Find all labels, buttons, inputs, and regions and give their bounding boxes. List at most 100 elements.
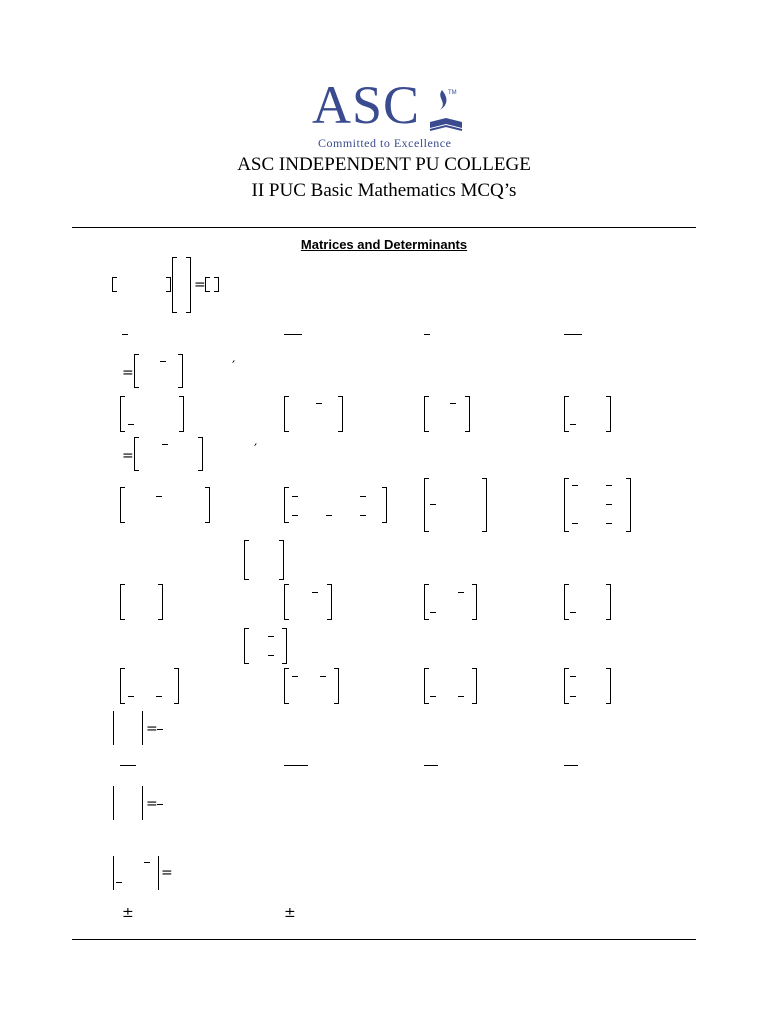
q2-option-a-right-bracket [179,396,184,432]
q3-option-b-left-bracket [284,487,289,523]
row-matrix-left-bracket [112,277,117,292]
q2-option-b-right-bracket [338,396,343,432]
q2-option-d-right-bracket [606,396,611,432]
q5-option-d-left-bracket [564,668,569,704]
q7-equals-sign: = [146,796,158,812]
q4-option-c-left-bracket [424,584,429,620]
q5-option-c-bar-2 [458,696,464,697]
q4-option-b-right-bracket [327,584,332,620]
equals-sign: = [194,277,206,293]
q2-equals-sign: = [122,365,134,381]
q6-equals-sign: = [146,721,158,737]
q3-option-b-bar-3 [292,515,298,516]
q5-bar-2 [268,655,274,656]
q3-matrix-right-bracket [198,437,203,471]
q2-option-d-fraction-bar [570,424,576,425]
q5-matrix-right-bracket [282,628,287,664]
q2-matrix-left-bracket [134,354,139,388]
q8-equals-sign: = [161,865,173,881]
q3-option-d-right-bracket [626,478,631,532]
q5-option-c-bar-1 [430,696,436,697]
q5-option-d-bar-2 [570,696,576,697]
q2-option-a-fraction-bar [128,424,134,425]
q6-option-d-fraction-bar [564,765,578,766]
q8-determinant-right-bar [158,856,159,890]
college-logo: ASC TM Committed to Excellence [312,78,463,152]
q6-option-b-fraction-bar [284,765,308,766]
q3-option-c-right-bracket [482,478,487,532]
q3-option-d-left-bracket [564,478,569,532]
q5-option-b-bar-2 [320,676,326,677]
section-title: Matrices and Determinants [300,237,468,252]
logo-trademark: TM [448,90,457,96]
q3-option-d-bar-4 [572,523,578,524]
college-name: ASC INDEPENDENT PU COLLEGE [237,154,531,175]
column-matrix-right-bracket [186,257,191,313]
q3-option-d-bar-3 [606,504,612,505]
q7-minus [157,804,163,805]
q3-fraction-bar [162,444,168,445]
q6-option-a-fraction-bar [120,765,136,766]
q5-option-d-right-bracket [606,668,611,704]
q2-option-b-fraction-bar [316,403,322,404]
q5-matrix-left-bracket [244,628,249,664]
q5-option-a-right-bracket [174,668,179,704]
q3-option-b-bar-4 [326,515,332,516]
q5-option-a-left-bracket [120,668,125,704]
q4-option-b-fraction-bar [312,592,318,593]
q3-option-d-bar-2 [606,485,612,486]
q6-option-c-fraction-bar [424,765,438,766]
q8-option-b-plus-minus: ± [284,905,296,921]
course-title: II PUC Basic Mathematics MCQ’s [251,180,517,201]
q5-bar-1 [268,636,274,637]
column-matrix-left-bracket [172,257,177,313]
top-divider [72,227,696,228]
q6-determinant-left-bar [113,711,114,745]
q4-matrix-left-bracket [244,540,249,580]
q2-option-c-left-bracket [424,396,429,432]
q6-determinant-right-bar [142,711,143,745]
q3-option-d-bar-1 [572,485,578,486]
q3-option-d-bar-5 [606,523,612,524]
q4-option-a-left-bracket [120,584,125,620]
q5-option-b-left-bracket [284,668,289,704]
q2-option-c-fraction-bar [450,403,456,404]
q3-option-c-left-bracket [424,478,429,532]
q4-option-d-right-bracket [606,584,611,620]
q3-option-a-left-bracket [120,487,125,523]
q7-determinant-left-bar [113,786,114,820]
option-b-fraction-bar [284,334,302,335]
option-c-fraction-bar [424,334,430,335]
logo-wordmark: ASC [312,75,421,135]
q3-option-a-fraction-bar [156,496,162,497]
logo-tagline: Committed to Excellence [318,136,452,150]
q3-option-b-bar-2 [360,496,366,497]
row-matrix-right-bracket [166,277,171,292]
q3-option-b-bar-1 [292,496,298,497]
q3-option-a-right-bracket [205,487,210,523]
q2-prime: ′ [232,359,236,375]
q2-option-c-right-bracket [465,396,470,432]
q8-bar-1 [116,882,122,883]
q5-option-c-right-bracket [472,668,477,704]
q5-option-c-left-bracket [424,668,429,704]
q3-matrix-left-bracket [134,437,139,471]
bottom-divider [72,939,696,940]
q7-determinant-right-bar [142,786,143,820]
q6-minus [157,729,163,730]
q4-option-a-right-bracket [158,584,163,620]
q4-option-b-left-bracket [284,584,289,620]
q4-option-c-bar-1 [430,612,436,613]
q3-option-c-fraction-bar [430,504,436,505]
q5-option-a-bar-1 [128,696,134,697]
result-right-bracket [214,277,219,292]
q4-matrix-right-bracket [279,540,284,580]
q8-determinant-left-bar [113,856,114,890]
q5-option-a-bar-2 [156,696,162,697]
q8-bar-2 [144,862,150,863]
q2-option-d-left-bracket [564,396,569,432]
q4-option-d-left-bracket [564,584,569,620]
q5-option-d-bar-1 [570,676,576,677]
option-a-fraction-bar [122,334,128,335]
q3-option-b-right-bracket [382,487,387,523]
